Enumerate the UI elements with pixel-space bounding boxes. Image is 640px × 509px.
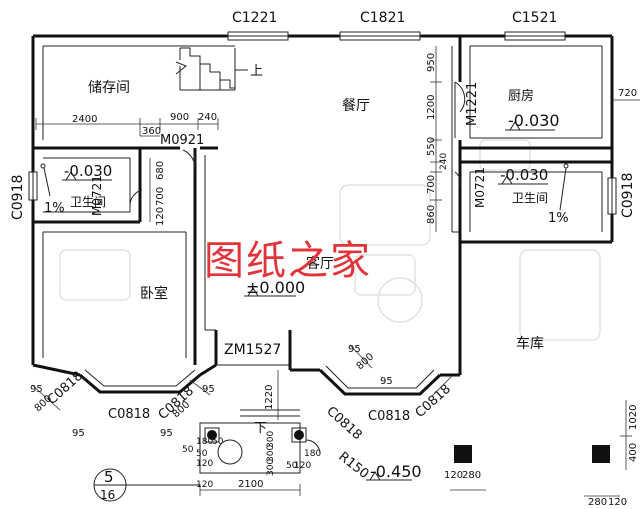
- elevation-living: ±0.000: [246, 278, 305, 297]
- window-c1221-label: C1221: [232, 10, 277, 26]
- elevation-bath-right: -0.030: [500, 166, 548, 184]
- dim-2100: 2100: [238, 479, 263, 490]
- dim-680: 680: [155, 161, 166, 180]
- door-zm1527-label: ZM1527: [224, 342, 281, 358]
- dim-280a: 280: [462, 470, 481, 481]
- room-storage-label: 储存间: [88, 80, 130, 96]
- side-windows: [28, 171, 617, 215]
- section-mark: [93, 468, 200, 502]
- window-c0918-right-label: C0918: [620, 173, 636, 218]
- dim-95a: 95: [30, 384, 43, 395]
- dim-120a: 120: [155, 207, 166, 226]
- dim-700a: 700: [155, 187, 166, 206]
- window-bay-left-b-label: C0818: [108, 407, 150, 422]
- room-bath-right-label: 卫生间: [512, 191, 548, 205]
- room-bedroom-label: 卧室: [140, 285, 168, 302]
- dim-360: 360: [142, 126, 161, 137]
- stair-down-label: 下: [254, 421, 267, 436]
- window-bay-right-c-label: C0818: [413, 382, 454, 421]
- window-bay-right-a-label: C0818: [323, 404, 364, 443]
- watermark-text: 图纸之家: [204, 238, 372, 284]
- room-living-label: 客厅: [306, 255, 334, 272]
- dim-1220: 1220: [264, 385, 275, 410]
- dim-300b: 300: [266, 445, 276, 462]
- window-c0918-left-label: C0918: [10, 175, 26, 220]
- stair-up-label: 上: [250, 64, 263, 79]
- room-bath-left-label: 卫生间: [70, 195, 106, 209]
- dim-120f: 120: [608, 497, 627, 508]
- dim-95d: 95: [202, 384, 215, 395]
- elevation-bath-left: -0.030: [64, 162, 112, 180]
- dim-50a: 50: [182, 445, 194, 455]
- dim-1200: 1200: [426, 95, 437, 120]
- slope-arrows: [40, 163, 569, 211]
- section-mark-number: 5: [104, 468, 114, 486]
- room-garage-label: 车库: [516, 335, 544, 352]
- background-furniture: [59, 139, 601, 341]
- dim-120c: 120: [294, 461, 311, 471]
- elevation-outside: -0.450: [370, 462, 422, 481]
- dim-2400: 2400: [72, 114, 97, 125]
- slope-left: 1%: [44, 201, 65, 216]
- column-markers: [454, 445, 610, 463]
- radius-label: R150: [336, 449, 372, 482]
- dim-300c: 300: [266, 459, 276, 476]
- bay-window-right: [318, 365, 442, 396]
- dim-400: 400: [628, 443, 639, 462]
- dim-50c: 50: [196, 449, 208, 459]
- slope-right: 1%: [548, 211, 569, 226]
- dim-95c: 95: [160, 428, 173, 439]
- window-c1521-label: C1521: [512, 10, 557, 26]
- door-m0721-left-label: M0721: [90, 175, 104, 216]
- dim-240b: 240: [439, 153, 449, 170]
- room-dining-label: 餐厅: [342, 98, 370, 114]
- section-mark-sheet: 16: [100, 488, 115, 502]
- door-m1221-label: M1221: [465, 82, 480, 126]
- dim-120b: 120: [196, 459, 213, 469]
- dim-300a: 300: [266, 431, 276, 448]
- dim-95e: 95: [348, 344, 361, 355]
- dim-180b: 180: [304, 449, 321, 459]
- dim-950: 950: [426, 53, 437, 72]
- dim-95f: 95: [380, 376, 393, 387]
- dim-720: 720: [618, 88, 637, 99]
- room-kitchen-label: 厨房: [508, 88, 534, 104]
- stair: [175, 47, 248, 91]
- dim-50d: 50: [286, 461, 298, 471]
- top-windows: [227, 31, 566, 41]
- dim-95b: 95: [72, 428, 85, 439]
- window-bay-right-b-label: C0818: [368, 409, 410, 424]
- dim-700b: 700: [426, 175, 437, 194]
- dim-280b: 280: [588, 497, 607, 508]
- door-m0721-right-label: M0721: [473, 167, 487, 208]
- bay-window-left: [79, 369, 201, 394]
- dim-900: 900: [170, 112, 189, 123]
- dim-860: 860: [426, 205, 437, 224]
- dim-550: 550: [426, 137, 437, 156]
- elevation-kitchen: -0.030: [508, 111, 560, 130]
- window-c1821-label: C1821: [360, 10, 405, 26]
- elevation-marks: [62, 121, 555, 481]
- entry-porch: [199, 409, 321, 474]
- doors: [129, 81, 466, 366]
- door-m0921-label: M0921: [160, 133, 204, 148]
- dim-120d: 120: [196, 480, 213, 490]
- dim-120e: 120: [444, 470, 463, 481]
- interior-walls: [33, 36, 612, 365]
- dim-240: 240: [198, 112, 217, 123]
- dim-1020: 1020: [628, 405, 639, 430]
- dimension-lines: [31, 46, 640, 497]
